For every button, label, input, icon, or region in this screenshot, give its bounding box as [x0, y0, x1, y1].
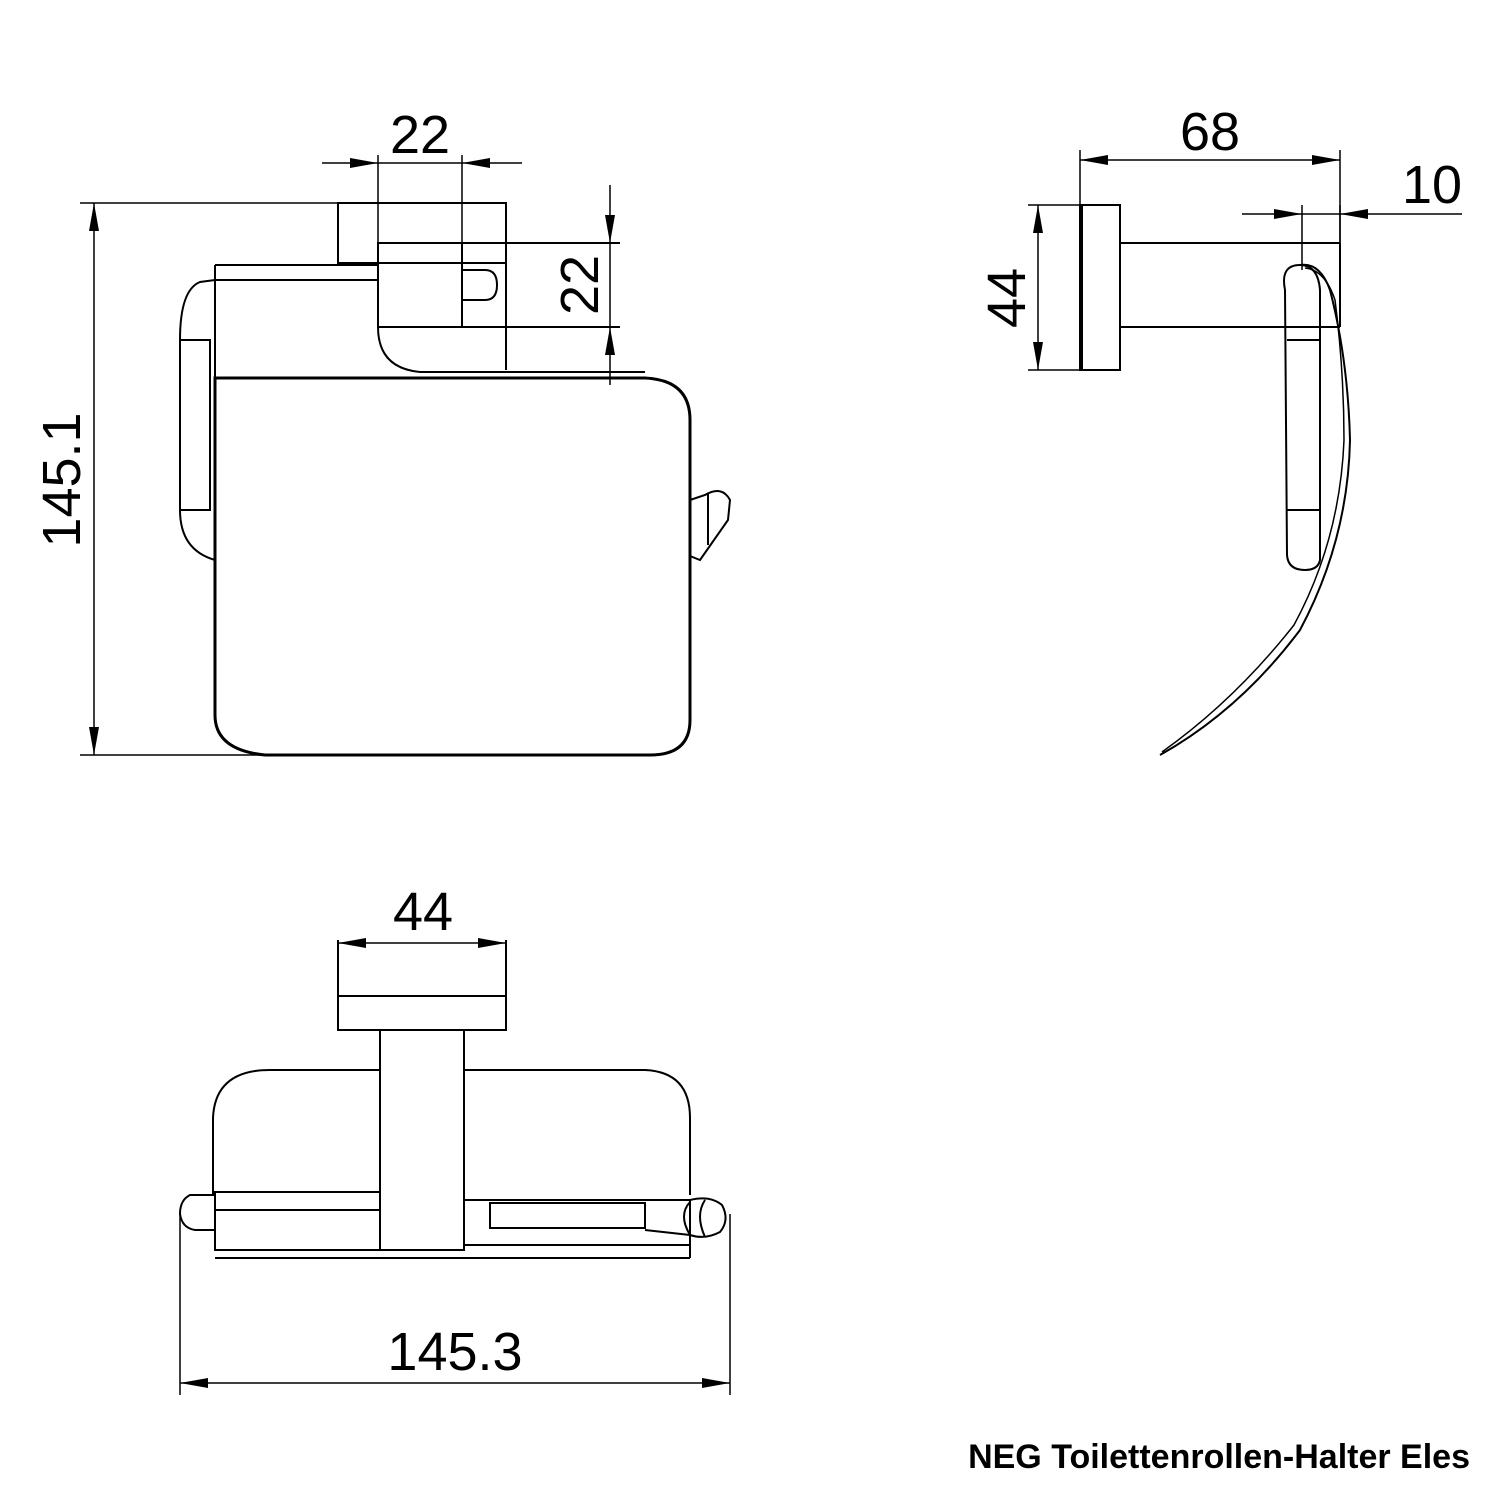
front-roll-end: [179, 339, 211, 511]
front-clip: [689, 490, 732, 562]
side-view: 68 44 10: [977, 102, 1462, 756]
dim-bottom-plate-width-label: 44: [393, 882, 453, 942]
dim-side-depth-label: 68: [1180, 102, 1240, 162]
bottom-roll-right: [644, 1197, 727, 1238]
dim-front-top-width: 22: [322, 105, 522, 243]
dim-side-plate-height-label: 44: [977, 268, 1037, 328]
dim-front-top-width-label: 22: [390, 105, 450, 165]
bottom-cover: [212, 1069, 691, 1195]
bottom-view: 44 145.3: [178, 882, 731, 1395]
front-arm-square: [377, 242, 463, 328]
side-wall-plate: [1079, 204, 1121, 371]
bottom-roll-bar: [489, 1202, 646, 1229]
front-pin: [462, 269, 499, 301]
front-wall-mount: [337, 202, 507, 264]
dim-side-offset-label: 10: [1402, 155, 1462, 215]
dim-side-plate-height: 44: [977, 204, 1080, 371]
dim-front-right-height: 22: [550, 185, 615, 385]
front-cover: [213, 376, 692, 757]
dim-bottom-plate-width: 44: [338, 882, 506, 948]
dim-front-total-height-label: 145.1: [32, 412, 92, 547]
dim-side-offset: 10: [1242, 155, 1462, 270]
dim-front-right-height-label: 22: [550, 255, 610, 315]
side-roll-pin: [1283, 263, 1321, 572]
dim-bottom-total-width: 145.3: [179, 1214, 731, 1395]
dim-bottom-total-width-label: 145.3: [387, 1322, 522, 1382]
product-caption: NEG Toilettenrollen-Halter Eles: [968, 1438, 1470, 1476]
front-view: 22 22 145.1: [32, 105, 732, 757]
bottom-roll-left: [178, 1194, 215, 1231]
bottom-arm: [379, 1029, 465, 1251]
front-top-bar: [215, 264, 378, 281]
dim-front-total-height: 145.1: [32, 202, 338, 756]
side-cover-curve: [1159, 263, 1352, 756]
bottom-wall-plate: [337, 995, 507, 1031]
